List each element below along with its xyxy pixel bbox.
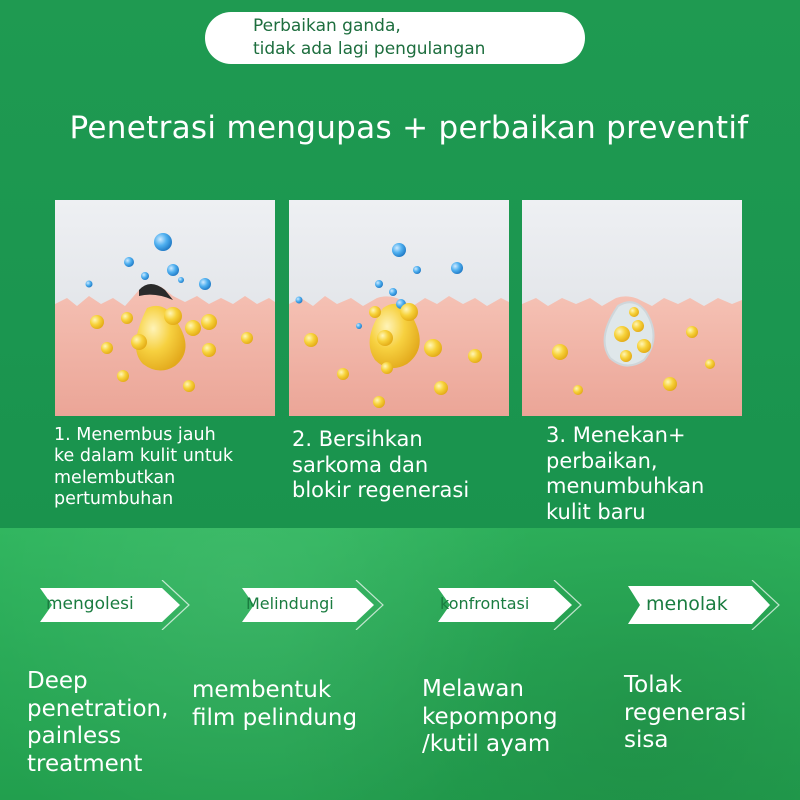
step-2-line-1: 2. Bersihkan <box>292 427 423 451</box>
skin-repair-illustration <box>522 200 742 416</box>
description-1-line-2: penetration, <box>27 695 169 722</box>
step-1: 1. Menembus jauh ke dalam kulit untuk me… <box>54 425 284 510</box>
description-2-line-1: membentuk <box>192 677 332 703</box>
badge: Perbaikan ganda, tidak ada lagi pengulan… <box>205 12 585 64</box>
description-4: Tolak regenerasi sisa <box>624 672 794 755</box>
chevron-tag-icon <box>242 580 384 630</box>
step-1-line-4: pertumbuhan <box>54 489 174 510</box>
tag-4-label: menolak <box>646 593 728 615</box>
panel-1 <box>55 200 275 416</box>
step-3: 3. Menekan+ perbaikan, menumbuhkan kulit… <box>546 423 766 525</box>
tag-1-label: mengolesi <box>46 594 134 614</box>
description-2: membentuk film pelindung <box>192 677 392 732</box>
tag-3-label: konfrontasi <box>440 594 530 613</box>
step-2: 2. Bersihkan sarkoma dan blokir regenera… <box>292 427 512 504</box>
description-1: Deep penetration, painless treatment <box>27 668 207 778</box>
description-3-line-2: kepompong <box>422 703 558 730</box>
step-2-line-2: sarkoma dan <box>292 452 429 477</box>
description-3-line-1: Melawan <box>422 676 524 702</box>
skin-penetration-illustration <box>55 200 275 416</box>
description-3-line-3: /kutil ayam <box>422 731 551 758</box>
panel-3 <box>522 200 742 416</box>
step-3-line-1: 3. Menekan+ <box>546 423 686 447</box>
bottom-section <box>0 528 800 800</box>
chevron-tag-icon <box>628 580 780 630</box>
step-2-line-3: blokir regenerasi <box>292 478 470 503</box>
step-3-line-4: kulit baru <box>546 499 646 524</box>
description-1-line-4: treatment <box>27 750 143 777</box>
step-3-line-2: perbaikan, <box>546 448 658 473</box>
badge-line-2: tidak ada lagi pengulangan <box>253 39 486 59</box>
panel-2 <box>289 200 509 416</box>
description-4-line-1: Tolak <box>624 672 683 698</box>
step-1-line-2: ke dalam kulit untuk <box>54 446 233 467</box>
headline: Penetrasi mengupas + perbaikan preventif <box>69 110 749 146</box>
description-3: Melawan kepompong /kutil ayam <box>422 676 602 759</box>
skin-cleansing-illustration <box>289 200 509 416</box>
chevron-tag-icon <box>40 580 190 630</box>
description-4-line-2: regenerasi <box>624 699 747 726</box>
step-3-line-3: menumbuhkan <box>546 474 705 499</box>
chevron-tag-icon <box>438 580 582 630</box>
step-1-line-1: 1. Menembus jauh <box>54 425 216 445</box>
step-1-line-3: melembutkan <box>54 467 176 488</box>
description-1-line-1: Deep <box>27 668 88 694</box>
description-2-line-2: film pelindung <box>192 704 358 731</box>
tag-2-label: Melindungi <box>246 594 334 613</box>
badge-line-1: Perbaikan ganda, <box>253 16 401 36</box>
description-4-line-3: sisa <box>624 727 669 754</box>
description-1-line-3: painless <box>27 723 122 750</box>
